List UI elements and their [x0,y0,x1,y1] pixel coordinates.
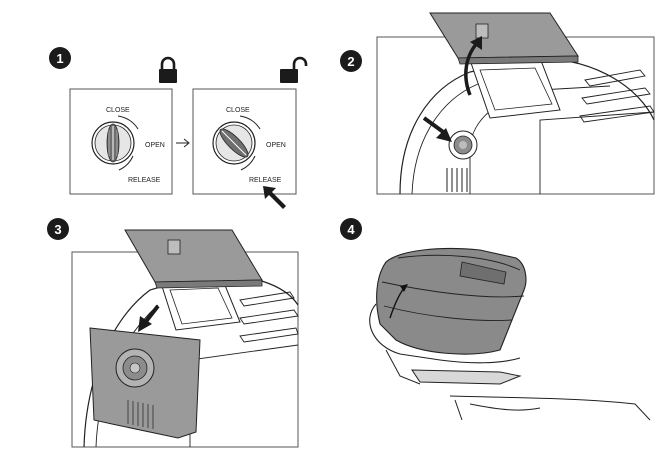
lock-open-icon [280,56,308,83]
step-1: 1 CLOSE OPEN RELE [49,47,308,209]
dial-label-release-2: RELEASE [249,177,282,184]
step-4-badge: 4 [340,218,362,240]
cover-grille [127,400,154,429]
lock-closed-icon [159,56,177,83]
arrow-right-icon [176,138,190,148]
dial-panel-locked: CLOSE OPEN RELEASE [69,88,173,195]
step-2-badge: 2 [340,50,362,72]
dial-panel-unlocked: CLOSE OPEN RELEASE [192,88,297,195]
step-3: 3 [47,218,299,448]
holder-base [369,303,651,421]
step-4: 4 [340,218,651,421]
step-4-number: 4 [347,222,355,237]
step-2: 2 [340,12,655,195]
step-2-number: 2 [347,54,354,69]
push-arrow-icon-2 [422,116,452,142]
machine-body [399,57,655,195]
dial-label-close-2: CLOSE [226,107,250,114]
grille [446,168,468,192]
step-1-badge: 1 [49,47,71,69]
vent-slots-3 [239,291,299,343]
step-3-number: 3 [54,222,61,237]
raised-lid [429,12,579,65]
dial-label-release: RELEASE [128,177,161,184]
dial-knob [91,121,135,165]
body-dial [448,130,478,160]
step-3-badge: 3 [47,218,69,240]
dial-label-close: CLOSE [106,107,130,114]
front-cover [89,327,201,439]
cartridge [376,248,527,355]
dial-knob-rotated [212,121,256,165]
curved-arrow-icon [464,36,482,96]
push-arrow-icon-3 [138,304,160,332]
dial-label-open-2: OPEN [266,142,286,149]
raised-lid-3 [124,229,263,289]
dial-label-open: OPEN [145,142,165,149]
push-arrow-icon [263,186,286,209]
rotate-arrow-icon [389,284,408,319]
step-1-number: 1 [56,51,63,66]
vent-slots [579,69,655,123]
